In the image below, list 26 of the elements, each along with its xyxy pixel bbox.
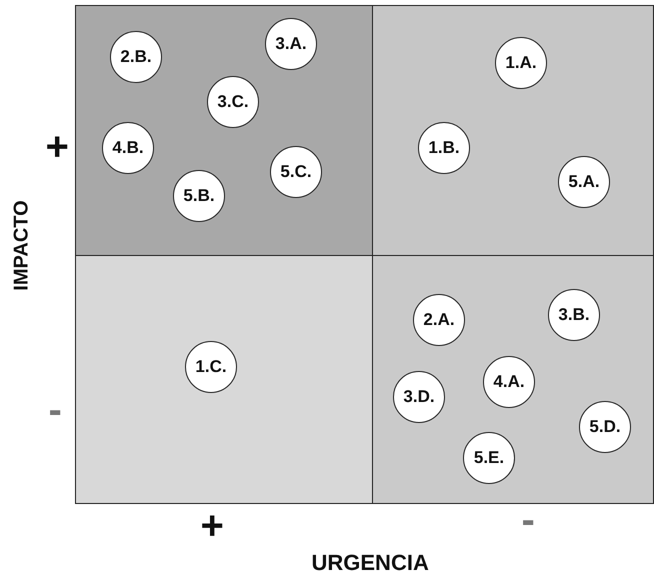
quadrant-panel [75, 5, 373, 256]
quadrant-panel [372, 5, 654, 256]
item-circle: 3.C. [207, 76, 259, 128]
axis-title: IMPACTO [10, 200, 34, 290]
plus-sign: + [46, 124, 69, 170]
minus-sign: - [48, 388, 62, 432]
item-circle: 2.A. [413, 294, 465, 346]
item-circle: 4.B. [102, 122, 154, 174]
item-circle: 5.D. [579, 401, 631, 453]
item-circle: 3.A. [265, 18, 317, 70]
item-circle: 1.C. [185, 341, 237, 393]
item-circle: 3.B. [548, 289, 600, 341]
item-circle: 4.A. [483, 356, 535, 408]
item-circle: 5.C. [270, 146, 322, 198]
minus-sign: - [522, 498, 535, 542]
item-circle: 2.B. [110, 31, 162, 83]
item-circle: 3.D. [393, 371, 445, 423]
quadrant-panel [75, 255, 373, 504]
item-circle: 1.A. [495, 37, 547, 89]
axis-title: URGENCIA [312, 550, 429, 576]
quadrant-panel [372, 255, 654, 504]
plus-sign: + [200, 504, 224, 548]
item-circle: 1.B. [418, 122, 470, 174]
item-circle: 5.B. [173, 170, 225, 222]
item-circle: 5.E. [463, 432, 515, 484]
item-circle: 5.A. [558, 156, 610, 208]
